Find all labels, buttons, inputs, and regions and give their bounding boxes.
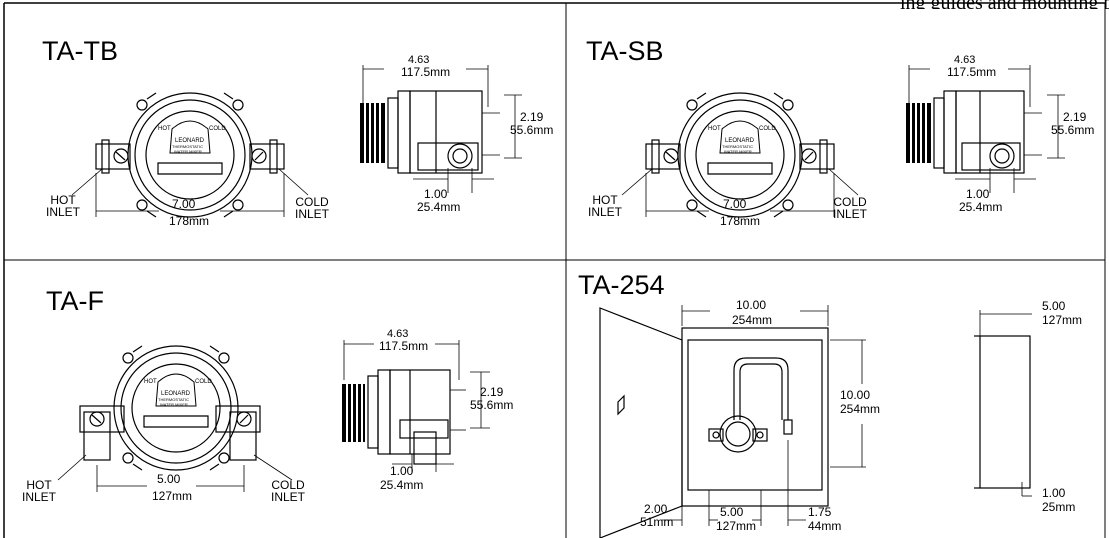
page-header-fragment: ing guides and mounting plates — [900, 0, 1109, 9]
panel-title: TA-F — [46, 286, 104, 316]
width-mm: 178mm — [169, 214, 210, 228]
cabinet-width-inches: 10.00 — [736, 298, 767, 312]
mixer-label-brand: LEONARD — [175, 138, 205, 144]
length-mm: 117.5mm — [379, 339, 429, 353]
width-inches: 7.00 — [172, 197, 196, 211]
mixer-label-line3: WATER MIXER — [724, 149, 752, 154]
mixer-label-cold: COLD — [209, 126, 226, 132]
length-inches: 4.63 — [387, 328, 409, 340]
panel-title: TA-TB — [42, 36, 118, 66]
panel-title: TA-254 — [578, 270, 665, 300]
door-mm: 51mm — [640, 515, 674, 529]
height-inches: 2.19 — [480, 385, 504, 399]
height-mm: 55.6mm — [470, 398, 514, 412]
mixer-label-line3: WATER MIXER — [160, 402, 188, 407]
mixer-label-line2: THERMOSTATIC — [722, 144, 753, 149]
height-mm: 55.6mm — [510, 123, 554, 137]
length-inches: 4.63 — [954, 54, 976, 66]
mixer-side-view — [342, 340, 490, 472]
inner-mm: 127mm — [716, 519, 757, 533]
inner-inches: 5.00 — [720, 505, 744, 519]
mixer-side-view — [360, 65, 522, 193]
hot-inlet-label: HOT INLET — [587, 193, 622, 219]
panel-ta-sb: TA-SB HOT COLD LEONARD — [566, 3, 1105, 260]
length-mm: 117.5mm — [947, 65, 997, 79]
panel-ta-f: TA-F HOT CO — [4, 260, 566, 538]
panel-ta-tb: TA-TB — [4, 3, 566, 260]
length-mm: 117.5mm — [401, 65, 451, 79]
width-inches: 5.00 — [157, 472, 181, 486]
hot-inlet-label: HOT INLET — [21, 478, 56, 504]
mixer-label-line3: WATER MIXER — [174, 149, 202, 154]
mixer-label-brand: LEONARD — [161, 391, 191, 397]
mixer-label-cold: COLD — [759, 126, 776, 132]
offset-mm: 44mm — [808, 519, 842, 533]
offset-inches: 1.75 — [808, 505, 832, 519]
mixer-label-hot: HOT — [708, 126, 721, 132]
cabinet-height-inches: 10.00 — [840, 388, 871, 402]
height-inches: 2.19 — [520, 110, 544, 124]
offset-inches: 1.00 — [390, 464, 414, 478]
cabinet-height-mm: 254mm — [840, 402, 881, 416]
cabinet-front-view — [599, 305, 866, 538]
offset-mm: 25.4mm — [380, 478, 424, 492]
width-mm: 127mm — [152, 489, 193, 503]
mixer-label-hot: HOT — [144, 379, 157, 385]
mixer-front-view — [71, 92, 309, 218]
door-inches: 2.00 — [644, 502, 668, 516]
panel-ta-254: TA-254 — [566, 260, 1105, 538]
width-inches: 7.00 — [723, 197, 747, 211]
panel-title: TA-SB — [586, 36, 664, 66]
width-mm: 178mm — [720, 214, 761, 228]
mixer-front-view — [57, 345, 293, 492]
side-flange-mm: 25mm — [1042, 500, 1076, 514]
offset-mm: 25.4mm — [959, 200, 1003, 214]
offset-inches: 1.00 — [966, 187, 990, 201]
mixer-front-view — [621, 92, 859, 218]
mixer-label-line2: THERMOSTATIC — [172, 144, 203, 149]
cold-inlet-label: COLD INLET — [294, 195, 329, 221]
height-inches: 2.19 — [1063, 110, 1087, 124]
offset-inches: 1.00 — [424, 187, 448, 201]
mixer-side-view — [906, 65, 1065, 193]
side-depth-mm: 127mm — [1042, 313, 1083, 327]
side-depth-inches: 5.00 — [1042, 299, 1066, 313]
hot-inlet-label: HOT INLET — [45, 193, 80, 219]
cabinet-width-mm: 254mm — [732, 313, 773, 327]
mixer-label-hot: HOT — [158, 126, 171, 132]
length-inches: 4.63 — [408, 54, 430, 66]
cabinet-side-view — [974, 310, 1032, 497]
side-flange-inches: 1.00 — [1042, 486, 1066, 500]
cold-inlet-label: COLD INLET — [832, 195, 867, 221]
mixer-label-brand: LEONARD — [725, 138, 755, 144]
cold-inlet-label: COLD INLET — [270, 478, 305, 504]
mixer-label-line2: THERMOSTATIC — [158, 397, 189, 402]
height-mm: 55.6mm — [1051, 123, 1095, 137]
offset-mm: 25.4mm — [417, 200, 461, 214]
mixer-label-cold: COLD — [195, 379, 212, 385]
